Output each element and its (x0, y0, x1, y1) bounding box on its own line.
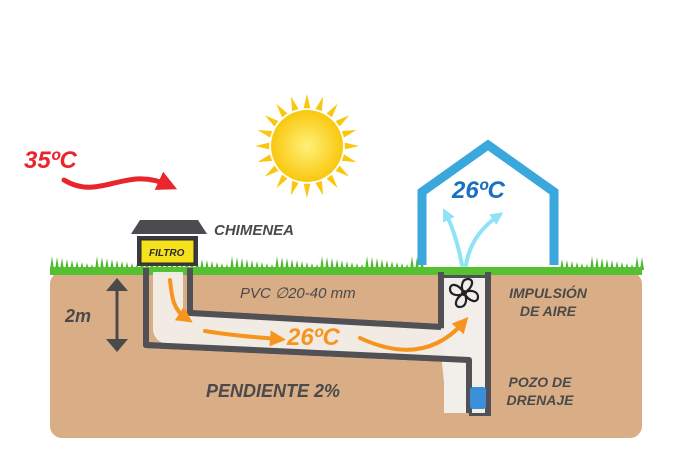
sun-ray (326, 103, 338, 118)
chimney-label: CHIMENEA (214, 222, 294, 239)
drain-water (470, 387, 486, 409)
impulsion-label-line2: DE AIRE (520, 303, 577, 319)
sun-ray (264, 115, 279, 127)
sun-ray (290, 96, 299, 112)
house-air-arrow-left (443, 208, 464, 267)
house-outline-icon (417, 139, 559, 265)
sun-ray (326, 174, 338, 189)
sun-ray (255, 142, 270, 150)
sun-ray (290, 180, 299, 196)
tube-temp-label: 26ºC (286, 324, 340, 351)
sun-ray (335, 115, 350, 127)
house-air-arrow-right (464, 212, 504, 267)
sun-ray (276, 174, 288, 189)
sun-ray (315, 180, 324, 196)
flow-arrow-mid (203, 329, 286, 347)
slope-label: PENDIENTE 2% (206, 381, 340, 401)
filter-label: FILTRO (149, 248, 185, 259)
sun-ray (344, 142, 359, 150)
flow-arrow-down (168, 278, 193, 323)
drain-label-line2: DRENAJE (507, 392, 575, 408)
sun-ray (264, 165, 279, 177)
fan-icon (448, 277, 480, 309)
fan-shaft-walls (438, 272, 491, 413)
ground-line (50, 267, 642, 275)
double-arrow-icon (106, 278, 128, 352)
sun-ray (257, 129, 273, 138)
impulsion-label-line1: IMPULSIÓN (509, 284, 588, 301)
drain-label-line1: POZO DE (508, 374, 572, 390)
sun-ray (341, 154, 357, 163)
sun-ray (276, 103, 288, 118)
chimney (131, 220, 207, 266)
grass (50, 256, 644, 270)
sun-ray (335, 165, 350, 177)
filter-box (140, 239, 195, 264)
sun-ray (257, 154, 273, 163)
sun-ray (303, 94, 311, 109)
flow-arrow-up (358, 317, 469, 352)
sun-icon (255, 94, 359, 198)
pvc-label: PVC ∅20-40 mm (240, 285, 356, 302)
sun-ray (315, 96, 324, 112)
inside-temp-label: 26ºC (451, 177, 505, 204)
sun-ray (303, 183, 311, 198)
sun-ray (341, 129, 357, 138)
outside-temp-label: 35ºC (24, 147, 77, 174)
grass-tufts (50, 256, 644, 270)
incoming-air-arrow (61, 171, 178, 190)
depth-label: 2m (64, 306, 91, 326)
